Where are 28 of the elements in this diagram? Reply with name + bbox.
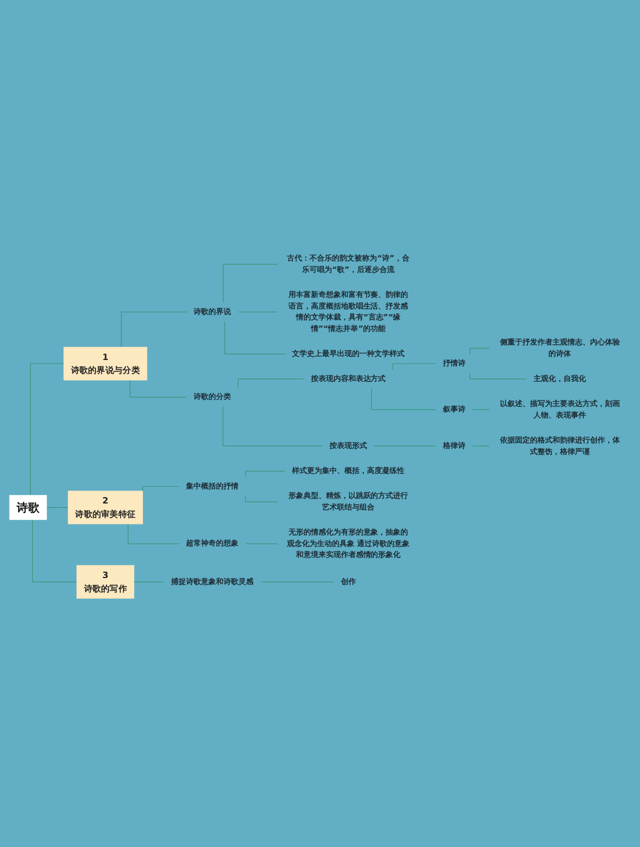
connector — [130, 379, 188, 398]
connector — [238, 378, 304, 389]
connector — [245, 470, 286, 478]
connector — [245, 494, 278, 502]
connector — [222, 263, 278, 303]
connector — [128, 523, 180, 544]
connector — [134, 580, 165, 582]
connector — [472, 445, 490, 446]
connector — [30, 362, 64, 496]
connector — [222, 405, 324, 446]
node-box: 诗歌 — [9, 494, 47, 520]
connector — [392, 362, 436, 370]
connector — [245, 542, 278, 544]
connector — [470, 347, 490, 354]
connector — [32, 518, 78, 582]
connector — [46, 506, 69, 508]
connector — [120, 311, 188, 348]
connector — [472, 408, 490, 410]
connector — [224, 320, 286, 354]
connector — [238, 311, 278, 312]
node-box: 2 诗歌的审美特征 — [68, 490, 143, 524]
node-box: 1 诗歌的界说与分类 — [64, 346, 148, 380]
connector — [470, 372, 528, 379]
connector — [371, 387, 436, 410]
connector — [142, 486, 180, 492]
node-box: 3 诗歌的写作 — [76, 564, 134, 598]
connector — [260, 580, 334, 582]
connector — [374, 445, 436, 446]
